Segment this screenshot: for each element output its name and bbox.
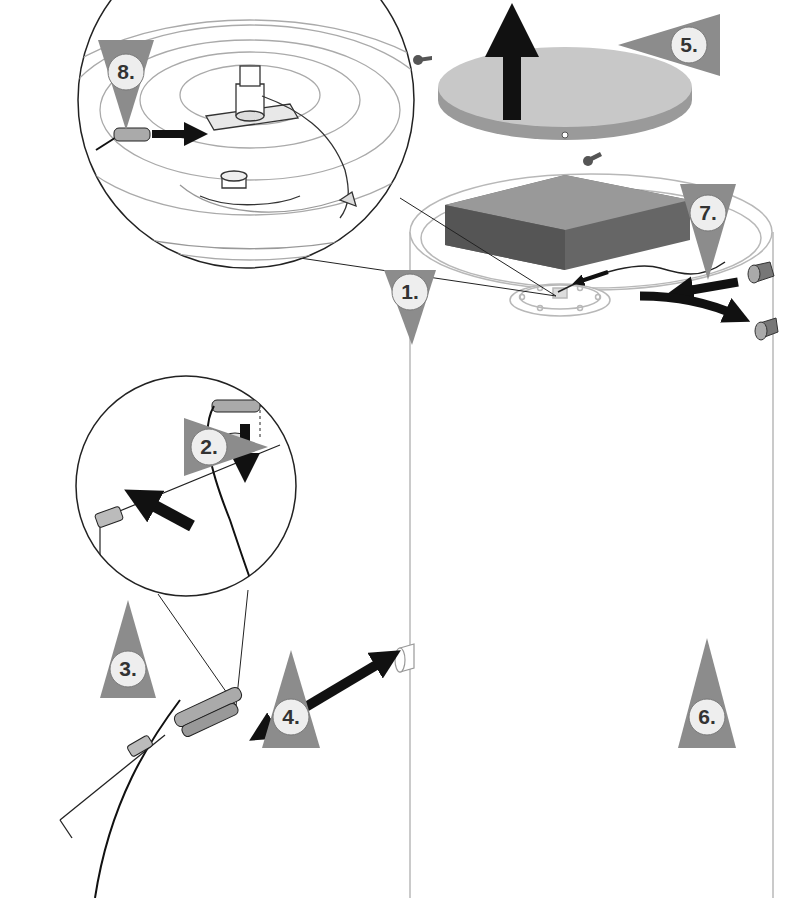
callout-marker — [184, 418, 268, 476]
remove-arrow — [640, 296, 738, 316]
sensor-probe — [114, 128, 150, 141]
flange-detail — [340, 192, 356, 206]
storage-tank — [596, 295, 601, 300]
screw — [413, 55, 423, 65]
magnifier-leader — [158, 198, 556, 706]
callout-marker — [678, 638, 736, 748]
callout-number: 1. — [388, 280, 432, 304]
sensor-probe — [96, 128, 196, 150]
detail-magnifier — [78, 0, 414, 268]
callout-marker — [680, 184, 736, 280]
flange-detail — [60, 25, 440, 215]
callout-number: 7. — [686, 201, 730, 225]
callout-number: 8. — [104, 60, 148, 84]
flange-detail — [20, 20, 480, 260]
insert-arrow — [140, 498, 192, 526]
callout-marker — [384, 270, 436, 345]
callout-number: 6. — [685, 705, 729, 729]
storage-tank — [520, 295, 525, 300]
tank-lid — [438, 47, 692, 127]
callout-number: 3. — [106, 657, 150, 681]
callout-number: 2. — [187, 435, 231, 459]
callout-circle — [108, 27, 726, 735]
cable-gland — [755, 322, 767, 340]
storage-tank — [410, 174, 772, 290]
flange-detail — [30, 200, 470, 249]
clip-detail — [212, 400, 260, 412]
flange-detail — [180, 65, 320, 125]
flange-detail — [140, 52, 360, 148]
storage-tank — [538, 306, 543, 311]
sensor-probe — [60, 820, 72, 838]
flange-detail — [240, 66, 260, 86]
insulation-block — [445, 175, 690, 270]
sensor-probe — [95, 700, 180, 898]
tank-lid — [562, 132, 568, 138]
storage-tank — [578, 286, 583, 291]
sensor-well — [395, 648, 405, 672]
callout-number: 4. — [269, 705, 313, 729]
callout-marker — [98, 14, 736, 748]
sensor-probe — [127, 735, 154, 757]
clip-detail — [94, 506, 123, 528]
sensor-probe — [152, 130, 196, 138]
insulation-block — [445, 175, 690, 270]
storage-tank — [553, 288, 567, 298]
flange-detail — [200, 196, 300, 205]
flange-detail — [262, 96, 348, 218]
flange-detail — [236, 111, 264, 121]
callout-marker — [618, 14, 720, 76]
storage-tank — [578, 306, 583, 311]
detail-magnifier — [76, 376, 296, 596]
magnifier-leader — [158, 594, 236, 706]
insert-arrow — [680, 282, 738, 292]
tank-lid — [438, 47, 692, 140]
callout-marker — [98, 40, 154, 130]
cable-gland — [748, 262, 778, 340]
sensor-probe — [60, 735, 165, 820]
callout-marker — [100, 600, 156, 698]
direction-arrow — [578, 272, 608, 282]
screw — [583, 156, 593, 166]
sensor-well — [395, 644, 414, 672]
callout-marker — [262, 650, 320, 748]
clip-detail — [94, 400, 280, 600]
sensor-probe — [60, 685, 244, 898]
cable-gland — [748, 265, 760, 283]
storage-tank — [510, 284, 610, 316]
flange-detail — [221, 171, 247, 181]
flange-detail — [20, 20, 480, 260]
sensor-probe — [180, 702, 239, 738]
flange-detail — [180, 185, 340, 212]
callout-number: 5. — [667, 33, 711, 57]
storage-tank — [520, 285, 600, 309]
lift-arrow — [503, 30, 521, 120]
